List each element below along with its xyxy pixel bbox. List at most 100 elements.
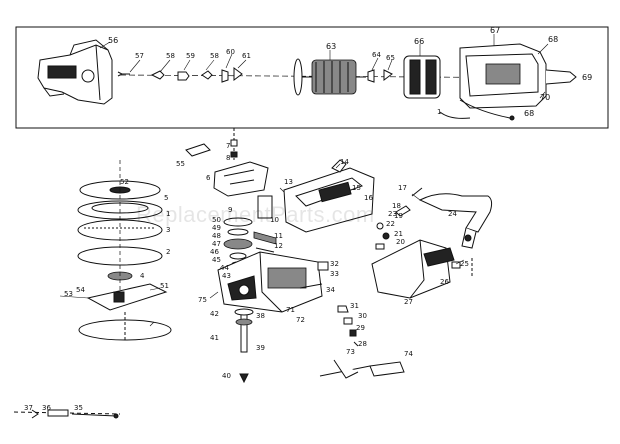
callout-30: 30	[358, 312, 367, 320]
callout-72: 72	[296, 316, 305, 324]
callout-64: 64	[372, 51, 381, 59]
watermark-text: ReplacementParts.com	[136, 202, 375, 227]
callout-1-top: 1	[437, 108, 441, 116]
callout-31: 31	[350, 302, 359, 310]
part-61	[233, 67, 243, 81]
callouts-right: 14 15 16 17 18 19 20 21 22 23 24 25 26 2…	[24, 158, 469, 412]
callout-68b: 68	[524, 109, 534, 118]
callout-73: 73	[346, 348, 355, 356]
callout-43: 43	[222, 272, 231, 280]
callout-61: 61	[242, 52, 251, 60]
callout-52: 52	[120, 178, 129, 186]
part-63-armature	[293, 58, 366, 96]
callout-70: 70	[540, 93, 550, 102]
callout-22: 22	[386, 220, 395, 228]
callout-67: 67	[490, 26, 500, 35]
part-59	[177, 71, 190, 81]
callout-74: 74	[404, 350, 413, 358]
callout-50: 50	[212, 216, 221, 224]
callout-29: 29	[356, 324, 365, 332]
callout-33: 33	[330, 270, 339, 278]
callout-2: 2	[166, 248, 170, 256]
part-56-housing	[37, 39, 113, 105]
callout-41: 41	[210, 334, 219, 342]
part-73-side-handle	[319, 359, 405, 379]
callout-17: 17	[398, 184, 407, 192]
callout-7: 7	[226, 142, 230, 150]
gear-head-body	[217, 251, 323, 313]
part-60	[221, 69, 229, 83]
callout-57: 57	[135, 52, 144, 60]
spindle-parts	[223, 217, 253, 267]
part-8	[230, 151, 238, 158]
part-32	[317, 261, 329, 271]
callout-23: 23	[388, 210, 397, 218]
part-66-field	[403, 55, 441, 99]
callout-54: 54	[76, 286, 85, 294]
callout-9: 9	[228, 206, 232, 214]
callout-63: 63	[326, 42, 336, 51]
top-assembly-frame	[15, 26, 609, 129]
parts-20-23	[375, 205, 411, 250]
part-58a	[150, 70, 165, 80]
callout-71: 71	[286, 306, 295, 314]
part-17	[411, 187, 423, 197]
callouts-left: 52 5 1 2 3 4 50 49 48 47 46 45 44 43 53 …	[64, 142, 355, 380]
part-10-12-gear	[253, 195, 277, 253]
callout-38: 38	[256, 312, 265, 320]
callout-8: 8	[226, 154, 230, 162]
part-40	[239, 373, 249, 384]
callout-37: 37	[24, 404, 33, 412]
part-58b	[201, 70, 213, 80]
parts-28-31	[337, 305, 359, 347]
callout-55: 55	[176, 160, 185, 168]
callout-6: 6	[206, 174, 211, 182]
callout-75: 75	[198, 296, 207, 304]
callout-5: 5	[164, 194, 168, 202]
part-14	[331, 159, 347, 173]
callout-16: 16	[364, 194, 373, 202]
callout-65: 65	[386, 54, 395, 62]
callout-12: 12	[274, 242, 283, 250]
callout-58b: 58	[210, 52, 219, 60]
callout-1: 1	[166, 210, 170, 218]
callout-24: 24	[448, 210, 457, 218]
callout-51: 51	[160, 282, 169, 290]
callout-10: 10	[270, 216, 279, 224]
callout-53: 53	[64, 290, 73, 298]
part-27-rear-housing	[371, 239, 455, 299]
part-34	[299, 283, 323, 289]
part-6-gear-cover	[213, 161, 269, 197]
callouts-top: 56 57 58 59 58 60 61 63 64 65 66 67 68 6…	[108, 26, 592, 118]
part-24-handle	[418, 193, 493, 249]
callout-21: 21	[394, 230, 403, 238]
callout-40: 40	[222, 372, 231, 380]
callout-60: 60	[226, 48, 235, 56]
part-39-spindle	[234, 308, 254, 353]
callout-58: 58	[166, 52, 175, 60]
callout-69: 69	[582, 73, 592, 82]
part-13-motor-body	[283, 167, 375, 233]
callout-68: 68	[548, 35, 558, 44]
callout-45: 45	[212, 256, 221, 264]
callout-56: 56	[108, 36, 118, 45]
callout-36: 36	[42, 404, 51, 412]
callout-32: 32	[330, 260, 339, 268]
cable-lead	[439, 111, 471, 119]
callout-11: 11	[274, 232, 283, 240]
callout-46: 46	[210, 248, 219, 256]
callout-27: 27	[404, 298, 413, 306]
callout-4: 4	[140, 272, 145, 280]
part-25	[451, 261, 461, 269]
callout-34: 34	[326, 286, 335, 294]
callout-13: 13	[284, 178, 293, 186]
callout-44: 44	[220, 264, 229, 272]
callout-19: 19	[394, 212, 403, 220]
part-35-37-key	[13, 409, 121, 419]
callout-26: 26	[440, 278, 449, 286]
part-67-motor-housing	[459, 43, 577, 121]
callout-47: 47	[212, 240, 221, 248]
callout-20: 20	[396, 238, 405, 246]
